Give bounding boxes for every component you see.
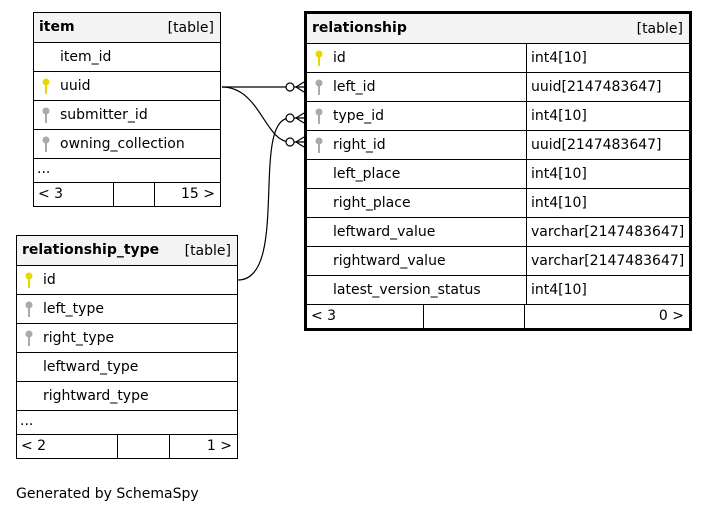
column-name: rightward_value: [333, 253, 446, 269]
column-type: int4[10]: [526, 276, 587, 304]
column-row[interactable]: owning_collection: [34, 129, 220, 158]
column-row[interactable]: left_place int4[10]: [307, 159, 689, 188]
column-row[interactable]: left_id uuid[2147483647]: [307, 72, 689, 101]
table-name: relationship: [312, 20, 407, 36]
column-name: id: [333, 50, 346, 66]
children-count[interactable]: 15 >: [181, 186, 215, 202]
link-type-id: [237, 117, 304, 281]
footer-cell: [154, 183, 155, 206]
table-header: relationship_type [table]: [17, 236, 237, 265]
column-type: uuid[2147483647]: [526, 73, 662, 101]
table-kind: [table]: [167, 20, 214, 36]
column-type: varchar[2147483647]: [526, 247, 684, 275]
parents-count[interactable]: < 3: [38, 186, 64, 202]
column-row[interactable]: id: [17, 265, 237, 294]
column-row[interactable]: leftward_type: [17, 352, 237, 381]
parents-count[interactable]: < 3: [311, 308, 337, 324]
column-row[interactable]: latest_version_status int4[10]: [307, 275, 689, 304]
column-row[interactable]: left_type: [17, 294, 237, 323]
column-name: latest_version_status: [333, 282, 481, 298]
footer-cell: [113, 183, 155, 206]
column-name: right_id: [333, 137, 386, 153]
footer-cell: [423, 305, 525, 328]
foreign-key-icon: [315, 79, 323, 95]
foreign-key-icon: [25, 301, 33, 317]
foreign-key-icon: [315, 108, 323, 124]
column-name: submitter_id: [60, 107, 148, 123]
footer-cell: [169, 435, 170, 458]
table-name: item: [39, 19, 75, 35]
foreign-key-icon: [25, 330, 33, 346]
column-name: owning_collection: [60, 136, 185, 152]
column-name: id: [43, 272, 56, 288]
children-count[interactable]: 0 >: [658, 308, 684, 324]
column-row[interactable]: uuid: [34, 71, 220, 100]
primary-key-icon: [315, 50, 323, 66]
table-header: item [table]: [34, 13, 220, 42]
table-footer: < 2 1 >: [17, 434, 237, 458]
column-type: uuid[2147483647]: [526, 131, 662, 159]
column-row[interactable]: item_id: [34, 42, 220, 71]
column-name: right_type: [43, 330, 115, 346]
children-count[interactable]: 1 >: [206, 438, 232, 454]
table-footer: < 3 15 >: [34, 182, 220, 206]
table-footer: < 3 0 >: [307, 304, 689, 328]
table-name: relationship_type: [22, 242, 160, 258]
column-row[interactable]: leftward_value varchar[2147483647]: [307, 217, 689, 246]
column-row[interactable]: rightward_value varchar[2147483647]: [307, 246, 689, 275]
generated-by-label: Generated by SchemaSpy: [16, 486, 199, 502]
foreign-key-icon: [42, 107, 50, 123]
column-row[interactable]: id int4[10]: [307, 43, 689, 72]
column-row[interactable]: right_type: [17, 323, 237, 352]
table-kind: [table]: [636, 21, 683, 37]
primary-key-icon: [25, 272, 33, 288]
table-header: relationship [table]: [307, 14, 689, 43]
column-type: int4[10]: [526, 189, 587, 217]
foreign-key-icon: [315, 137, 323, 153]
column-row[interactable]: right_id uuid[2147483647]: [307, 130, 689, 159]
primary-key-icon: [42, 78, 50, 94]
column-name: leftward_value: [333, 224, 436, 240]
column-type: int4[10]: [526, 160, 587, 188]
column-name: left_place: [333, 166, 401, 182]
footer-cell: [524, 305, 525, 328]
footer-cell: [117, 435, 170, 458]
table-kind: [table]: [184, 243, 231, 259]
column-type: int4[10]: [526, 102, 587, 130]
foreign-key-icon: [42, 136, 50, 152]
column-name: leftward_type: [43, 359, 139, 375]
column-name: left_id: [333, 79, 376, 95]
parents-count[interactable]: < 2: [21, 438, 47, 454]
column-name: rightward_type: [43, 388, 149, 404]
column-name: right_place: [333, 195, 411, 211]
column-row[interactable]: type_id int4[10]: [307, 101, 689, 130]
column-row[interactable]: submitter_id: [34, 100, 220, 129]
column-name: item_id: [60, 49, 112, 65]
column-name: type_id: [333, 108, 385, 124]
column-type: int4[10]: [526, 44, 587, 72]
column-type: varchar[2147483647]: [526, 218, 684, 246]
column-row[interactable]: right_place int4[10]: [307, 188, 689, 217]
column-name: left_type: [43, 301, 104, 317]
more-columns[interactable]: ...: [17, 410, 237, 434]
column-row[interactable]: rightward_type: [17, 381, 237, 410]
column-name: uuid: [60, 78, 91, 94]
more-columns[interactable]: ...: [34, 158, 220, 182]
